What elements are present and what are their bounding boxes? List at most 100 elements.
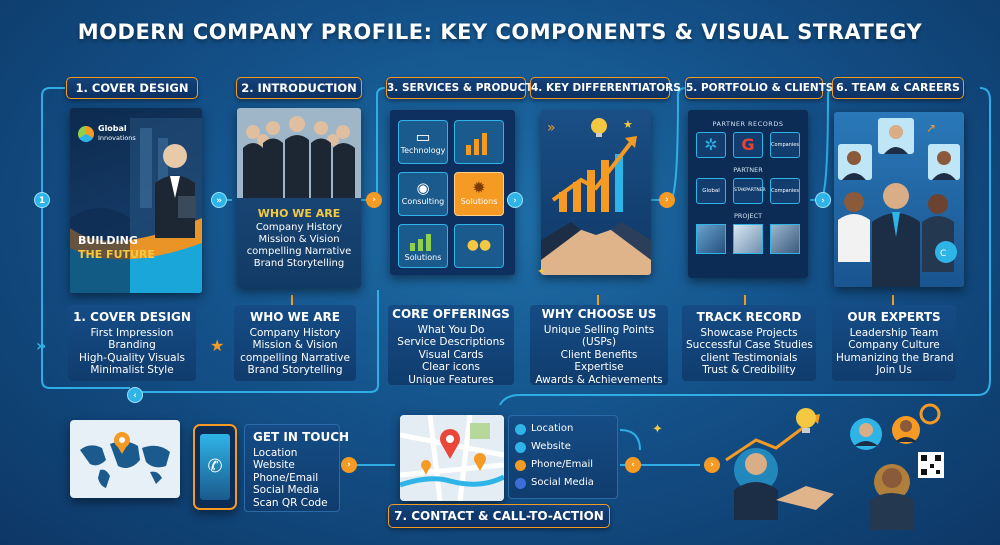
desc-heading: TRACK RECORD (696, 310, 802, 324)
desc-line: Successful Case Studies (686, 339, 813, 351)
connector-line-2-3 (360, 87, 386, 201)
partner-logo-stakpartner: STAKPARTNER (733, 178, 766, 204)
desc-services: CORE OFFERINGS What You Do Service Descr… (388, 305, 514, 386)
contact-item-social: Social Media (515, 474, 611, 492)
step-label-contact: 7. CONTACT & CALL-TO-ACTION (388, 504, 610, 528)
laptop-icon: ▭ (415, 127, 431, 146)
cover-artwork (70, 118, 202, 293)
portfolio-section-records: PARTNER RECORDS (712, 120, 784, 128)
phone-call-icon: ✆ (200, 434, 230, 500)
partner-logo-companies: Companies (770, 132, 800, 158)
phone-device: ✆ (193, 424, 237, 510)
social-f-icon (515, 477, 526, 489)
intro-panel-heading: WHO WE ARE (257, 207, 341, 220)
connector-line-5-6 (810, 87, 837, 201)
contact-item-label: Website (531, 440, 571, 452)
cover-brand-line1: Global (98, 124, 127, 133)
desc-line: Awards & Achievements (535, 373, 663, 386)
desc-differentiators: WHY CHOOSE US Unique Selling Points (USP… (530, 305, 668, 386)
get-in-touch-line: Phone/Email (253, 471, 319, 484)
partner-logo-gear-icon: ✲ (696, 132, 726, 158)
desc-line: Humanizing the Brand (836, 351, 954, 364)
intro-panel-line: Brand Storytelling (253, 258, 345, 269)
contact-item-website: Website (515, 438, 611, 456)
desc-line: Company History (249, 326, 341, 339)
connector-line-services-down (140, 290, 379, 393)
connector-line-right (499, 87, 991, 406)
contact-item-label: Location (531, 422, 574, 434)
portfolio-panel: PARTNER RECORDS ✲ G Companies PARTNER Gl… (688, 110, 808, 278)
desc-heading: CORE OFFERINGS (392, 307, 510, 321)
project-thumbnail (696, 224, 726, 254)
intro-panel-line: Company History (255, 222, 343, 233)
sparkle-icon: ✦ (652, 422, 663, 437)
star-icon: ★ (210, 336, 225, 355)
svg-text:↗: ↗ (926, 121, 936, 135)
desc-line: Client Benefits (560, 348, 638, 361)
world-map-screen (70, 420, 180, 498)
contact-list: Location Website Phone/Email Social Medi… (508, 415, 618, 499)
service-tile-solutions: ✹ Solutions (454, 172, 504, 216)
services-panel: ▭ Technology ◉ Consulting ✹ Solutions So… (390, 110, 515, 275)
sparkle-icon: ✦ (537, 265, 547, 278)
flow-node-next: › (704, 457, 720, 473)
desc-line: client Testimonials (700, 351, 798, 364)
cover-brand-line2: Innovations (98, 134, 136, 142)
desc-line: compelling Narrative (240, 351, 350, 364)
desc-introduction: WHO WE ARE Company History Mission & Vis… (234, 305, 356, 381)
desc-line: High-Quality Visuals (79, 351, 185, 364)
desc-line: Clear icons (421, 361, 481, 373)
flow-node-next: › (366, 192, 382, 208)
contact-map (400, 415, 504, 501)
desc-cover-design: 1. COVER DESIGN First Impression Brandin… (68, 305, 196, 381)
flow-node-back: ‹ (127, 387, 143, 403)
desc-line: Visual Cards (418, 348, 484, 361)
desc-line: Expertise (574, 361, 624, 373)
desc-line: Branding (108, 339, 156, 351)
flow-node-next: › (341, 457, 357, 473)
project-thumbnail (733, 224, 763, 254)
globe-logo-icon (78, 125, 94, 142)
world-map-icon (80, 432, 170, 488)
get-in-touch-line: Social Media (253, 484, 320, 496)
partner-logo-global: Global (696, 178, 726, 204)
flow-node-next: › (815, 192, 831, 208)
project-thumbnail (770, 224, 800, 254)
service-tile-label: Technology (400, 146, 446, 155)
get-in-touch-heading: GET IN TOUCH (253, 430, 350, 444)
desc-line: Unique Selling Points (543, 323, 655, 336)
connector-line-small (619, 429, 641, 451)
flow-node-1: 1 (34, 192, 50, 208)
desc-line: Leadership Team (849, 326, 939, 339)
get-in-touch-line: Website (253, 459, 295, 471)
cover-headline-line2: THE FUTURE (78, 248, 155, 261)
contact-item-phone-email: Phone/Email (515, 456, 611, 474)
service-tile-solutions-2: Solutions (398, 224, 448, 268)
desc-heading: WHO WE ARE (250, 310, 340, 324)
contact-item-location: Location (515, 420, 611, 438)
intro-panel-line: Mission & Vision (258, 234, 340, 245)
contact-item-label: Phone/Email (531, 458, 594, 470)
svg-text:»: » (547, 120, 556, 136)
desc-line: Showcase Projects (700, 326, 798, 339)
growth-handshake-artwork: » ★ (541, 118, 651, 275)
svg-text:★: ★ (623, 118, 633, 131)
connector-line-left (41, 87, 130, 389)
cover-headline: BUILDING THE FUTURE (78, 234, 155, 262)
get-in-touch-line: Scan QR Code (253, 496, 328, 509)
portfolio-section-project: PROJECT (733, 212, 763, 220)
desc-line: First Impression (90, 326, 174, 339)
svg-text:C: C (940, 249, 946, 259)
cover-design-panel: Global Innovations BUILDING THE FUTURE (70, 108, 202, 293)
flow-node-next: › (507, 192, 523, 208)
desc-line: (USPs) (581, 336, 617, 348)
service-tile-label: Solutions (404, 253, 442, 262)
get-in-touch-box: GET IN TOUCH Location Website Phone/Emai… (244, 424, 350, 512)
desc-line: Mission & Vision (252, 339, 338, 351)
flow-node-back: ‹ (625, 457, 641, 473)
flow-node-next: › (659, 192, 675, 208)
contact-item-label: Social Media (531, 476, 594, 488)
growth-chart-icon (410, 234, 431, 251)
team-artwork: ↗ C (838, 118, 960, 287)
desc-team: OUR EXPERTS Leadership Team Company Cult… (832, 305, 956, 381)
